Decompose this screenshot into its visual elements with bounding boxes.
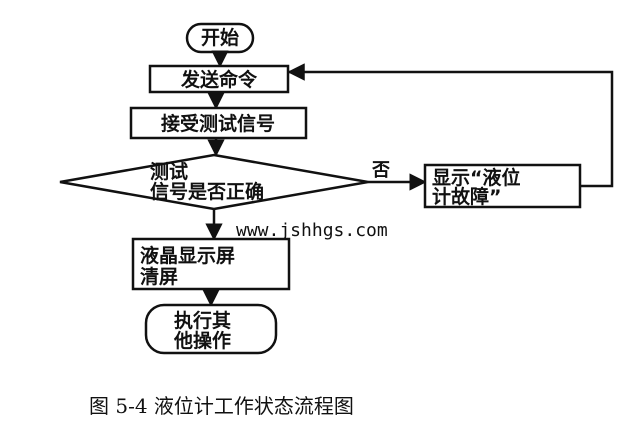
- error-display-line1: 显示“液位: [432, 166, 521, 189]
- other-operations-line1: 执行其: [174, 309, 231, 332]
- edge-error-loop-back: [287, 63, 614, 188]
- watermark-text: www.jshhgs.com: [236, 220, 388, 241]
- receive-signal-node: [129, 106, 308, 140]
- decision-label-line2: 信号是否正确: [150, 180, 264, 203]
- start-node-label: 开始: [201, 26, 239, 49]
- lcd-clear-node: [131, 237, 291, 291]
- receive-signal-label: 接受测试信号: [161, 112, 275, 135]
- other-operations-node: [144, 303, 278, 355]
- lcd-clear-line1: 液晶显示屏: [140, 244, 235, 267]
- send-command-label: 发送命令: [180, 68, 258, 91]
- figure-caption: 图 5-4 液位计工作状态流程图: [89, 394, 354, 418]
- other-operations-line2: 他操作: [173, 329, 231, 352]
- edge-label-no: 否: [371, 160, 390, 181]
- decision-label-line1: 测试: [150, 161, 188, 183]
- send-command-node: [148, 64, 290, 94]
- lcd-clear-line2: 清屏: [140, 265, 178, 288]
- error-display-line2: 计故障”: [432, 185, 502, 208]
